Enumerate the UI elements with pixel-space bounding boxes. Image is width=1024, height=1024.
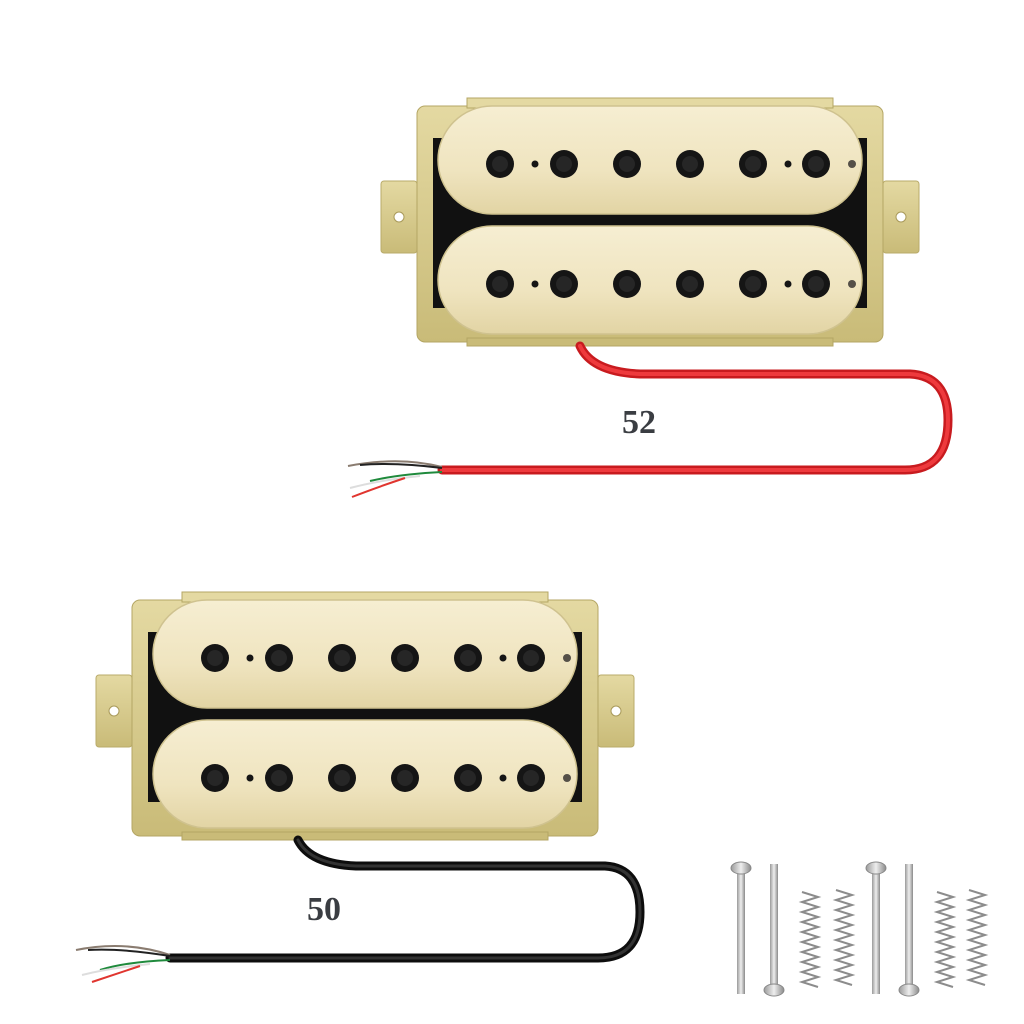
spring-1 [798,891,822,988]
pickup-top [381,98,919,346]
wire-leads-bottom [75,945,171,983]
spring-4 [965,889,989,986]
mounting-hardware [730,861,989,997]
spring-2 [832,889,856,986]
screw-2 [763,864,785,997]
screw-1 [730,861,752,994]
cable-black [165,835,645,963]
pickup-label-bottom: 50 [307,891,341,928]
screw-4 [898,864,920,997]
pickup-bottom [96,592,634,840]
screw-3 [865,861,887,994]
pickup-label-top: 52 [622,404,656,441]
wire-leads-top [347,460,443,498]
cable-red [437,341,953,475]
spring-3 [933,891,957,988]
